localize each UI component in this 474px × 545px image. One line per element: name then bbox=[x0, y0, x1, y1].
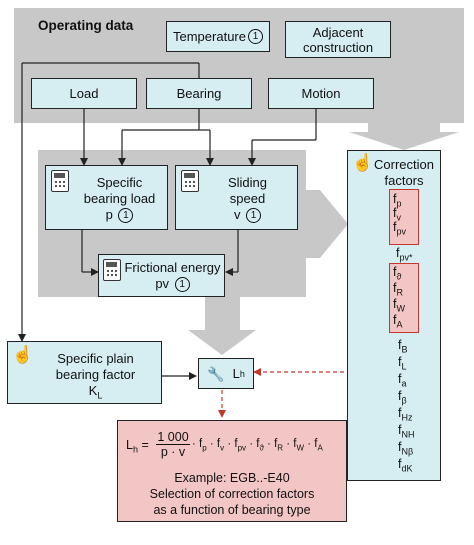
formula-example: Example: EGB..-E40 bbox=[174, 471, 290, 485]
specific-load-symbol: p bbox=[105, 207, 113, 222]
formula-equation: Lh = 1 000 p · v · fp · fv · fpv · fϑ · … bbox=[126, 430, 323, 459]
adjacent-construction-label: Adjacent construction bbox=[302, 24, 374, 55]
lh-sub: h bbox=[239, 368, 245, 379]
correction-factor: fv bbox=[393, 206, 401, 223]
formula-lhs-sub: h bbox=[132, 444, 138, 455]
correction-group-2 bbox=[389, 263, 419, 333]
adjacent-construction-box: Adjacent construction bbox=[285, 21, 391, 58]
formula-factor: fϑ bbox=[256, 438, 264, 453]
bearing-box: Bearing bbox=[146, 78, 252, 109]
correction-factor: fpv* bbox=[396, 246, 413, 263]
correction-factor: fβ bbox=[398, 389, 407, 406]
arrow-down-to-lh bbox=[188, 297, 256, 355]
calculator-icon bbox=[51, 170, 69, 192]
load-box: Load bbox=[31, 78, 137, 109]
correction-factor: fp bbox=[393, 192, 402, 209]
reference-marker: 1 bbox=[247, 29, 263, 44]
correction-group-1 bbox=[389, 189, 419, 245]
lh-symbol: L bbox=[232, 365, 240, 381]
formula-factor: fp bbox=[199, 438, 207, 453]
correction-factor: fW bbox=[393, 297, 405, 314]
sliding-line1: Sliding bbox=[227, 175, 268, 190]
correction-factor: fdK bbox=[398, 457, 413, 474]
reference-marker: 1 bbox=[246, 208, 262, 223]
correction-factor: fA bbox=[393, 313, 403, 330]
formula-line2: Selection of correction factors bbox=[149, 487, 315, 501]
motion-box: Motion bbox=[268, 78, 374, 109]
formula-box: Lh = 1 000 p · v · fp · fv · fpv · fϑ · … bbox=[117, 420, 347, 522]
reference-marker: 1 bbox=[174, 277, 190, 292]
load-label: Load bbox=[69, 85, 99, 101]
correction-factor: fa bbox=[398, 372, 407, 389]
reference-marker: 1 bbox=[118, 208, 134, 223]
correction-factor: fR bbox=[393, 281, 403, 298]
plain-factor-line2: bearing factor bbox=[55, 367, 136, 382]
frictional-line1: Frictional energy bbox=[124, 260, 221, 275]
temperature-box: Temperature 1 bbox=[166, 21, 270, 52]
pointing-hand-icon: ☝ bbox=[12, 345, 34, 364]
sliding-symbol: v bbox=[233, 207, 241, 222]
correction-factor: fNβ bbox=[398, 440, 414, 457]
plain-factor-symbol: K bbox=[88, 383, 98, 398]
plain-factor-line1: Specific plain bbox=[57, 351, 134, 366]
arrow-to-correction bbox=[349, 123, 459, 150]
plain-bearing-factor-box: Specific plain bearing factor KL bbox=[7, 341, 162, 404]
correction-factor: fHz bbox=[398, 406, 413, 423]
bearing-label: Bearing bbox=[176, 85, 222, 101]
formula-lhs: L bbox=[126, 438, 133, 452]
specific-load-line2: bearing load bbox=[83, 191, 156, 206]
specific-load-line1: Specific bbox=[96, 175, 143, 190]
frictional-symbol: pv bbox=[155, 276, 170, 291]
correction-factor: fNH bbox=[398, 423, 415, 440]
temperature-label: Temperature bbox=[173, 28, 246, 44]
calculator-icon bbox=[103, 259, 121, 281]
wrench-icon: 🔧 bbox=[207, 365, 225, 382]
plain-factor-sub: L bbox=[97, 390, 103, 401]
correction-title-line1: Correction bbox=[374, 157, 434, 172]
formula-factor: fA bbox=[314, 438, 323, 453]
formula-factors: · fp · fv · fpv · fϑ · fR · fW · fA bbox=[192, 438, 323, 453]
formula-denominator: p · v bbox=[160, 445, 186, 459]
correction-factor: fB bbox=[398, 338, 408, 355]
calculator-icon bbox=[181, 170, 199, 192]
operating-data-title: Operating data bbox=[38, 18, 134, 33]
formula-factor: fv bbox=[216, 438, 225, 453]
formula-factor: fW bbox=[293, 438, 305, 453]
formula-line3: as a function of bearing type bbox=[153, 503, 311, 517]
pointing-hand-icon: ☝ bbox=[352, 153, 374, 172]
correction-title-line2: factors bbox=[384, 173, 424, 188]
formula-factor: fpv bbox=[234, 438, 247, 453]
correction-factor: fϑ bbox=[393, 265, 402, 282]
formula-factor: fR bbox=[274, 438, 284, 453]
correction-factor: fL bbox=[398, 355, 407, 372]
correction-factor: fpv bbox=[393, 220, 406, 237]
sliding-line2: speed bbox=[229, 191, 266, 206]
motion-label: Motion bbox=[301, 85, 341, 101]
formula-numerator: 1 000 bbox=[156, 430, 190, 445]
